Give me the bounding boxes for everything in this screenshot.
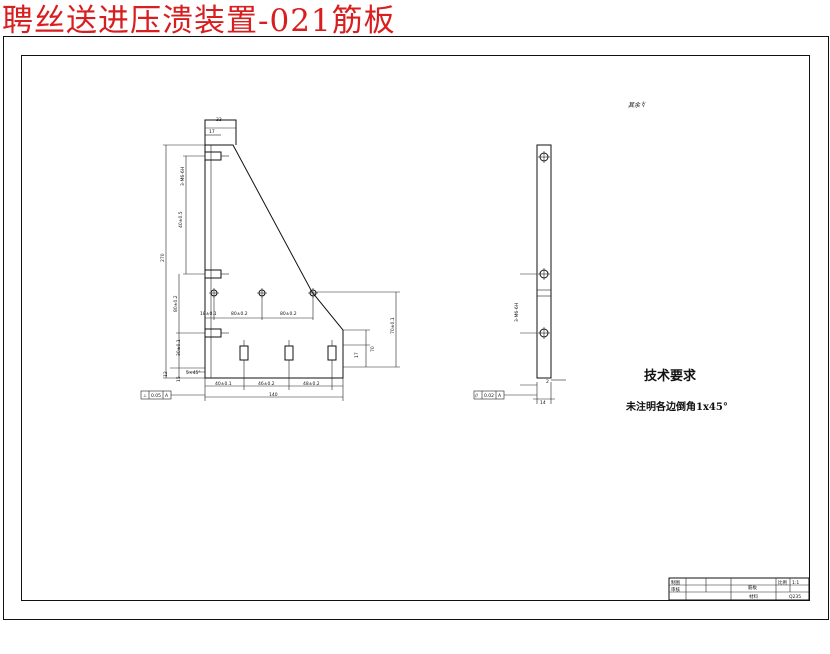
dim-top-width: 33 (216, 117, 222, 123)
side-thread-note: 3-M6-6H (514, 303, 520, 322)
dim-hole-row-a: 18±0.1 (200, 311, 217, 317)
tb-material: 材料 (749, 593, 758, 600)
tb-review: 审核 (671, 586, 680, 593)
side-view-outline (536, 144, 552, 379)
front-view: 33 17 3-M6-6H 40±0.5 270 80±0.2 30±0.1 1… (140, 117, 400, 401)
dim-edge-12: 12 (163, 371, 169, 377)
dim-left-bottom: 30±0.1 (176, 339, 182, 356)
dim-base-2: 46±0.2 (258, 381, 275, 387)
side-step: 2 (546, 379, 549, 385)
dim-step-17: 17 (354, 352, 360, 358)
dim-base-total: 140 (269, 392, 278, 398)
front-tol-datum: A (165, 393, 169, 399)
dim-right-height: 70±0.1 (390, 317, 396, 334)
dim-top-offset: 17 (209, 129, 215, 135)
sheet-inner-frame (21, 55, 810, 601)
side-tolerance-frame: // 0.02 A (473, 390, 537, 400)
tb-material-val: Q235 (789, 594, 801, 600)
side-view: 3-M6-6H 14 2 // 0.02 A (473, 144, 566, 406)
side-tol-datum: A (498, 393, 502, 399)
tb-scale-val: 1:1 (792, 580, 799, 586)
side-tol-value: 0.02 (484, 393, 494, 399)
front-tolerance-frame: ⊥ 0.05 A (140, 390, 205, 400)
tech-requirements-title: 技术要求 (644, 369, 697, 384)
front-tol-symbol: ⊥ (143, 393, 147, 399)
dim-hole-spacing-v: 40±0.5 (178, 211, 184, 228)
dim-base-1: 40±0.1 (215, 381, 232, 387)
dim-step-70: 70 (370, 346, 376, 352)
dim-edge-chamfer: 5×45° (186, 370, 201, 376)
dim-height-total: 270 (160, 253, 166, 262)
front-view-top-tab (204, 119, 237, 145)
dim-hole-row-b: 80±0.2 (231, 311, 248, 317)
front-view-dimension-lines (163, 127, 400, 401)
dim-edge-15: 15 (176, 376, 182, 382)
dim-base-3: 48±0.2 (303, 381, 320, 387)
side-tol-symbol: // (475, 393, 479, 399)
dim-left-mid: 80±0.2 (173, 295, 179, 312)
tb-part: 筋板 (748, 584, 757, 591)
tb-draw: 制图 (671, 579, 680, 586)
title-block: 制图 审核 筋板 比例 1:1 材料 Q235 (668, 577, 810, 601)
front-view-outline (204, 144, 344, 379)
mid-row-holes (209, 288, 318, 298)
drawing-title: 聘丝送进压溃装置-021筋板 (2, 3, 396, 39)
surface-finish-note: 其余 ∜ (628, 102, 646, 109)
front-tol-value: 0.05 (151, 393, 161, 399)
sheet-outer-border (3, 36, 829, 620)
tb-scale: 比例 (778, 579, 787, 586)
dim-thread-note: 3-M6-6H (180, 167, 186, 186)
bottom-thread-holes (239, 340, 337, 361)
side-thickness: 14 (540, 400, 546, 406)
left-thread-holes (204, 151, 229, 338)
dim-hole-row-c: 80±0.2 (280, 311, 297, 317)
tech-requirement-item: 未注明各边倒角1x45° (626, 402, 728, 413)
